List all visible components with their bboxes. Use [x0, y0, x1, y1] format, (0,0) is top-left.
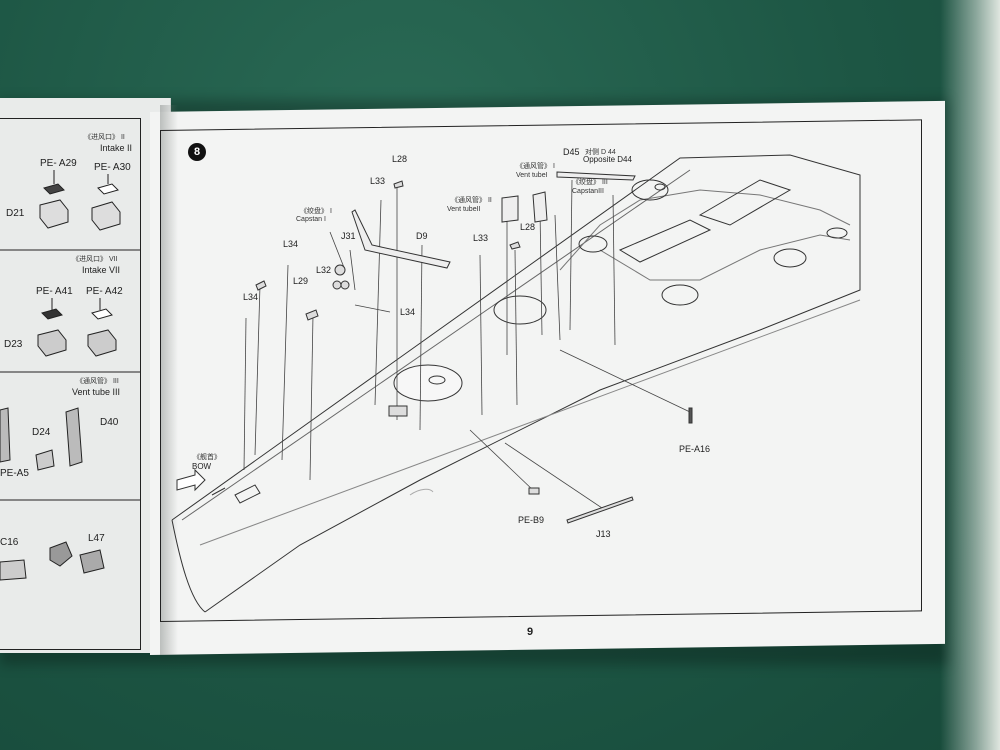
- label-l28-mid: L28: [520, 222, 536, 232]
- label-bow-en: BOW: [192, 462, 212, 471]
- vent3-en-label: Vent tube III: [72, 387, 121, 397]
- page-number: 9: [527, 626, 534, 638]
- label-d45: D45: [563, 147, 580, 157]
- part-l47: L47: [88, 533, 105, 544]
- intake7-en-label: Intake VII: [82, 265, 121, 275]
- label-vent1-en: Vent tubeI: [516, 172, 548, 179]
- part-pe-a29: PE- A29: [40, 158, 77, 169]
- part-d23: D23: [4, 339, 23, 350]
- label-capstan1-cn: 《绞盘》 I: [300, 208, 332, 215]
- label-l34-c: L34: [400, 307, 416, 317]
- part-pe-a5: PE-A5: [0, 468, 29, 479]
- label-bow-cn: 《舰首》: [193, 454, 221, 461]
- intake2-en-label: Intake II: [100, 143, 133, 153]
- label-j31: J31: [341, 231, 356, 241]
- label-l33-mid: L33: [473, 233, 489, 243]
- page-gutter: [160, 105, 178, 655]
- label-l34-b: L34: [243, 292, 259, 302]
- label-j13: J13: [596, 529, 611, 539]
- label-l28-top: L28: [392, 154, 408, 164]
- label-l29: L29: [293, 276, 309, 286]
- label-opposite-en: Opposite D44: [583, 155, 632, 164]
- label-pe-b9: PE-B9: [518, 515, 545, 525]
- label-capstan3-cn: 《绞盘》 III: [572, 179, 608, 186]
- intake7-cn-label: 《进风口》 VII: [72, 256, 118, 263]
- part-pe-a41: PE- A41: [36, 286, 73, 297]
- label-capstan3-en: CapstanIII: [572, 188, 604, 195]
- label-l33-top: L33: [370, 176, 386, 186]
- label-d9: D9: [416, 231, 428, 241]
- label-opposite-cn: 对侧 D 44: [585, 149, 616, 156]
- part-d24: D24: [32, 427, 51, 438]
- left-page-frame: [0, 118, 141, 650]
- label-vent2-cn: 《通风管》 II: [451, 197, 492, 204]
- part-d21: D21: [6, 208, 25, 219]
- label-capstan1-en: Capstan I: [296, 216, 326, 223]
- vent3-cn-label: 《通风管》 III: [76, 378, 119, 385]
- part-c16: C16: [0, 537, 19, 548]
- part-pe-a30: PE- A30: [94, 162, 131, 173]
- label-vent1-cn: 《通风管》 I: [516, 163, 555, 170]
- part-pe-a42: PE- A42: [86, 286, 123, 297]
- intake2-cn-label: 《进风口》 II: [84, 134, 125, 141]
- label-l32: L32: [316, 265, 332, 275]
- table-surface: [940, 0, 1000, 750]
- part-d40: D40: [100, 417, 119, 428]
- label-pe-a16: PE-A16: [679, 444, 711, 454]
- step-number-badge: 8: [188, 143, 206, 161]
- label-l34-a: L34: [283, 239, 299, 249]
- label-vent2-en: Vent tubeII: [447, 206, 481, 213]
